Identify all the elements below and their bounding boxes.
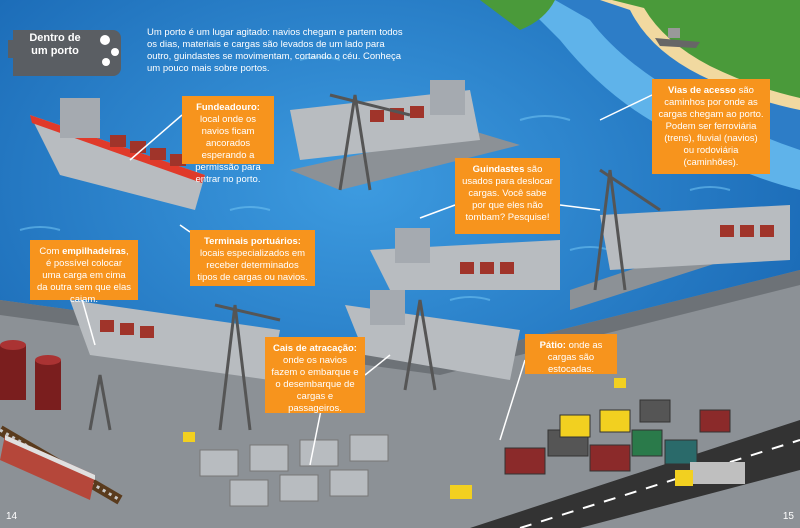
page-number-right: 15 bbox=[782, 511, 794, 522]
callout-text: locais especializados em receber determi… bbox=[197, 248, 308, 283]
train bbox=[0, 435, 95, 500]
title-badge-bg bbox=[8, 30, 121, 76]
ship-right bbox=[600, 205, 790, 270]
callout-term: empilhadeiras bbox=[62, 246, 126, 257]
callout-text: são usados para deslocar cargas. Você sa… bbox=[462, 164, 553, 223]
distant-ship bbox=[655, 28, 700, 48]
cranes bbox=[88, 93, 661, 431]
ship-middle bbox=[370, 228, 560, 290]
callout-empilhadeiras: Com empilhadeiras, é possível colocar um… bbox=[30, 240, 138, 305]
callout-text: local onde os navios ficam ancorados esp… bbox=[195, 114, 261, 185]
callout-patio: Pátio: onde as cargas são estocadas. bbox=[525, 334, 617, 375]
callout-text: são caminhos por onde as cargas chegam a… bbox=[658, 85, 764, 168]
callout-terminais: Terminais portuários: locais especializa… bbox=[190, 230, 315, 286]
oil-tanks bbox=[0, 340, 61, 410]
callout-text: , é possível colocar uma carga em cima d… bbox=[36, 246, 131, 305]
intro-text: Um porto é um lugar agitado: navios cheg… bbox=[147, 27, 403, 74]
callout-text: onde as cargas são estocadas. bbox=[547, 340, 603, 375]
ship-cais bbox=[345, 290, 520, 380]
ship-top-center bbox=[290, 80, 480, 160]
forklifts bbox=[183, 378, 626, 499]
callout-vias: Vias de acesso são caminhos por onde as … bbox=[652, 79, 770, 174]
callout-term: Terminais portuários: bbox=[204, 236, 301, 247]
callout-term: Fundeadouro: bbox=[196, 102, 260, 113]
callout-text: onde os navios fazem o embarque e o dese… bbox=[271, 355, 359, 414]
truck bbox=[675, 462, 745, 486]
page-number-left: 14 bbox=[6, 511, 18, 522]
callout-term: Pátio: bbox=[539, 340, 566, 351]
callout-term: Guindastes bbox=[472, 164, 525, 175]
callout-cais: Cais de atracação: onde os navios fazem … bbox=[265, 337, 365, 414]
callout-fundeadouro: Fundeadouro: local onde os navios ficam … bbox=[182, 96, 274, 185]
page-title: Dentro de um porto bbox=[29, 32, 81, 57]
container-yard bbox=[199, 399, 731, 507]
callout-guindastes: Guindastes são usados para deslocar carg… bbox=[455, 158, 560, 234]
callout-term: Cais de atracação: bbox=[273, 343, 357, 354]
callout-term: Vias de acesso bbox=[668, 85, 736, 96]
callout-prefix: Com bbox=[39, 246, 63, 257]
